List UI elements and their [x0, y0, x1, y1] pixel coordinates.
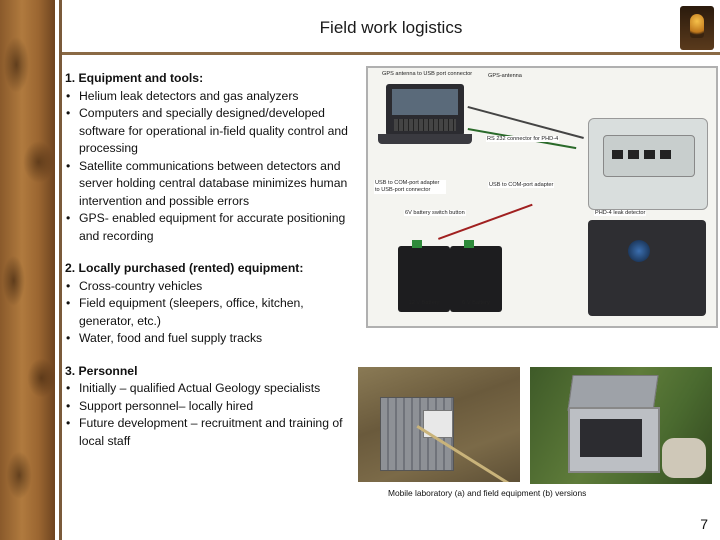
list-item-text: Water, food and fuel supply tracks: [79, 331, 263, 345]
company-logo: [680, 6, 714, 50]
list-item-text: Initially – qualified Actual Geology spe…: [79, 381, 321, 395]
figure-caption: Mobile laboratory (a) and field equipmen…: [388, 488, 587, 498]
label-switch: 6V battery switch button: [404, 210, 466, 216]
list-item-text: Support personnel– locally hired: [79, 398, 254, 413]
section-personnel: 3. Personnel •Initially – qualified Actu…: [65, 363, 355, 451]
list-item: •GPS- enabled equipment for accurate pos…: [66, 211, 346, 243]
logo-icon: [690, 14, 704, 38]
list-item: •Water, food and fuel supply tracks: [66, 331, 263, 345]
label-battery-12v: 12 V Battery: [408, 300, 440, 306]
list-item: •Initially – qualified Actual Geology sp…: [66, 381, 321, 395]
bullet-list: •Cross-country vehicles •Field equipment…: [65, 278, 355, 348]
list-item: •Computers and specially designed/develo…: [66, 106, 348, 155]
list-item-text: Future development – recruitment and tra…: [79, 416, 343, 448]
page-title: Field work logistics: [319, 18, 463, 37]
section-heading: 3. Personnel: [65, 363, 138, 378]
laptop-image: [386, 84, 464, 136]
section-heading: 1. Equipment and tools:: [65, 71, 204, 85]
decorative-left-band: [0, 0, 55, 540]
label-usb-com-left: USB to COM-port adapter to USB-port conn…: [374, 180, 446, 194]
section-heading: 2. Locally purchased (rented) equipment:: [65, 261, 304, 275]
list-item: •Field equipment (sleepers, office, kitc…: [66, 296, 304, 328]
list-item: •Support personnel– locally hired: [66, 398, 254, 413]
bullet-list: •Initially – qualified Actual Geology sp…: [65, 380, 355, 450]
list-item-text: GPS- enabled equipment for accurate posi…: [79, 211, 346, 243]
label-usb-com-right: USB to COM-port adapter: [488, 182, 555, 188]
cable: [467, 106, 584, 139]
bullet-list: •Helium leak detectors and gas analyzers…: [65, 88, 355, 246]
list-item: •Satellite communications between detect…: [66, 158, 348, 208]
list-item: •Helium leak detectors and gas analyzers: [66, 88, 299, 103]
battery-6v-image: [450, 240, 502, 312]
label-gps-usb: GPS antenna to USB port connector: [382, 71, 473, 77]
list-item: •Future development – recruitment and tr…: [66, 416, 343, 448]
list-item-text: Helium leak detectors and gas analyzers: [79, 88, 299, 103]
page-number: 7: [700, 516, 708, 532]
list-item-text: Computers and specially designed/develop…: [79, 106, 348, 155]
battery-12v-image: [398, 240, 450, 312]
label-battery-6v: 6 V Battery: [462, 300, 490, 306]
list-item-text: Field equipment (sleepers, office, kitch…: [79, 296, 304, 328]
section-equipment: 1. Equipment and tools: •Helium leak det…: [65, 70, 355, 245]
list-item-text: Satellite communications between detecto…: [79, 158, 348, 208]
field-equipment-photo: [530, 367, 712, 484]
label-gps-antenna: GPS-antenna: [488, 73, 522, 79]
phd4-detector-image: [588, 118, 708, 210]
section-rented-equipment: 2. Locally purchased (rented) equipment:…: [65, 260, 355, 348]
label-rs232: RS 232 connector for PHD-4: [486, 136, 560, 142]
header-rule: [62, 52, 720, 55]
list-item-text: Cross-country vehicles: [79, 278, 203, 293]
detector-sensor-image: [588, 220, 706, 316]
equipment-diagram: GPS antenna to USB port connector GPS-an…: [366, 66, 718, 328]
text-column: 1. Equipment and tools: •Helium leak det…: [65, 70, 355, 465]
laptop-base: [378, 134, 472, 144]
list-item: •Cross-country vehicles: [66, 278, 203, 293]
label-phd4: PHD-4 leak detector: [594, 210, 647, 216]
mobile-laboratory-photo: [358, 367, 520, 482]
band-divider: [59, 0, 62, 540]
